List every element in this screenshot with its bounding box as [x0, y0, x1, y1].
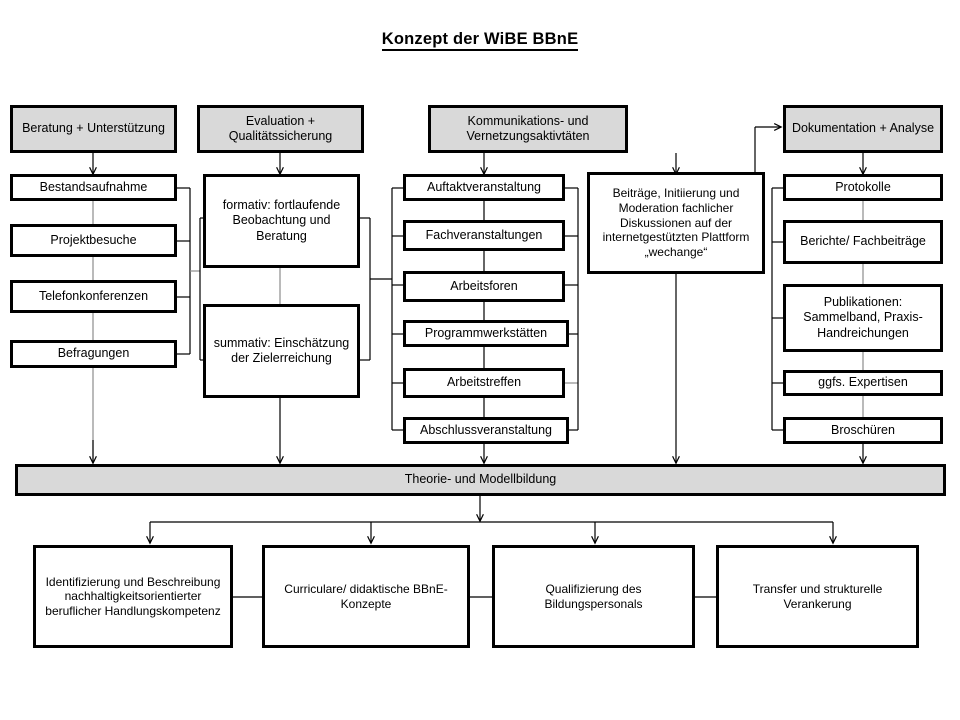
outcome-transfer-verankerung[interactable]: Transfer und strukturelle Verankerung	[716, 545, 919, 648]
box-arbeitsforen[interactable]: Arbeitsforen	[403, 271, 565, 302]
box-ggfs-expertisen[interactable]: ggfs. Expertisen	[783, 370, 943, 396]
box-summativ[interactable]: summativ: Einschätzung der Zielerreichun…	[203, 304, 360, 398]
page-title-text: Konzept der WiBE BBnE	[381, 30, 579, 51]
outcome-curriculare-konzepte[interactable]: Curriculare/ didaktische BBnE-Konzepte	[262, 545, 470, 648]
box-auftaktveranstaltung[interactable]: Auftaktveranstaltung	[403, 174, 565, 201]
page-title: Konzept der WiBE BBnE	[0, 30, 960, 51]
box-protokolle[interactable]: Protokolle	[783, 174, 943, 201]
box-abschlussveranstaltung[interactable]: Abschlussveranstaltung	[403, 417, 569, 444]
box-telefonkonferenzen[interactable]: Telefonkonferenzen	[10, 280, 177, 313]
column-header-dokumentation[interactable]: Dokumentation + Analyse	[783, 105, 943, 153]
column-header-evaluation[interactable]: Evaluation + Qualitätssicherung	[197, 105, 364, 153]
box-arbeitstreffen[interactable]: Arbeitstreffen	[403, 368, 565, 398]
box-publikationen[interactable]: Publikationen: Sammelband, Praxis-Handre…	[783, 284, 943, 352]
box-broschueren[interactable]: Broschüren	[783, 417, 943, 444]
middle-bar-theorie-modellbildung[interactable]: Theorie- und Modellbildung	[15, 464, 946, 496]
box-beitraege-plattform[interactable]: Beiträge, Initiierung und Moderation fac…	[587, 172, 765, 274]
outcome-qualifizierung[interactable]: Qualifizierung des Bildungspersonals	[492, 545, 695, 648]
outcome-identifizierung[interactable]: Identifizierung und Beschreibung nachhal…	[33, 545, 233, 648]
box-bestandsaufnahme[interactable]: Bestandsaufnahme	[10, 174, 177, 201]
box-formativ[interactable]: formativ: fortlaufende Beobachtung und B…	[203, 174, 360, 268]
column-header-kommunikation[interactable]: Kommunikations- und Vernetzungsaktivtäte…	[428, 105, 628, 153]
box-fachveranstaltungen[interactable]: Fachveranstaltungen	[403, 220, 565, 251]
box-befragungen[interactable]: Befragungen	[10, 340, 177, 368]
box-projektbesuche[interactable]: Projektbesuche	[10, 224, 177, 257]
column-header-beratung[interactable]: Beratung + Unterstützung	[10, 105, 177, 153]
box-berichte-fachbeitraege[interactable]: Berichte/ Fachbeiträge	[783, 220, 943, 264]
box-programmwerkstaetten[interactable]: Programmwerkstätten	[403, 320, 569, 347]
